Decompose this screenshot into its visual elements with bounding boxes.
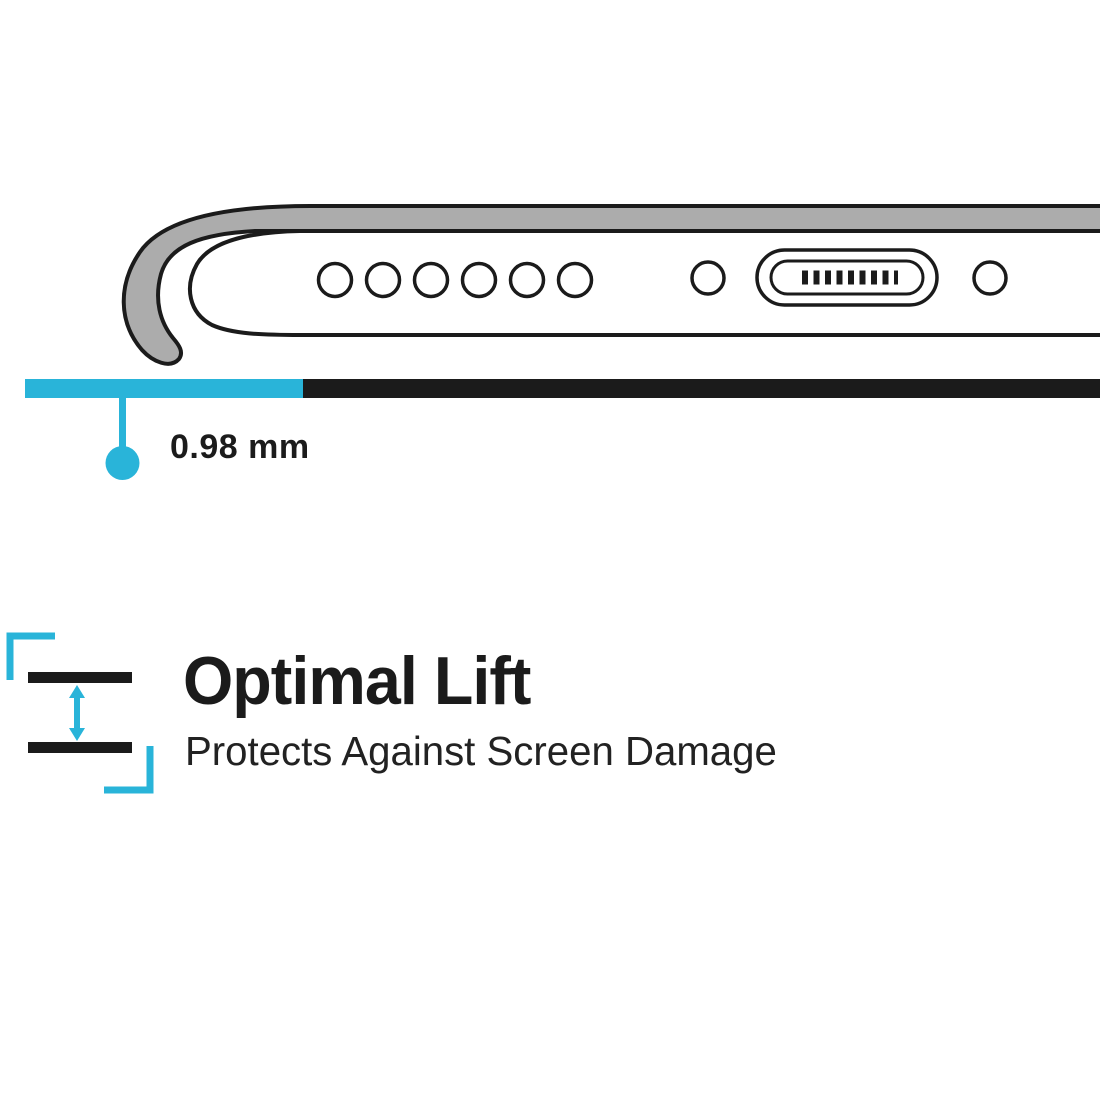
port-inner-outline (769, 259, 925, 296)
pointer-dot (105, 446, 140, 480)
phone-body (188, 229, 1100, 337)
microphone-hole (972, 260, 1008, 296)
speaker-hole (364, 261, 402, 299)
upper-surface-line (28, 672, 132, 683)
measurement-bar-cyan (25, 379, 303, 398)
speaker-hole (556, 261, 594, 299)
speaker-hole (508, 261, 546, 299)
arrow-head-down (69, 728, 85, 741)
case-shell (121, 204, 1100, 366)
speaker-holes (316, 261, 594, 299)
feature-subheading: Protects Against Screen Damage (185, 728, 777, 774)
screw-hole (690, 260, 726, 296)
lift-gap-icon (6, 632, 154, 794)
measurement-label: 0.98 mm (170, 428, 310, 466)
corner-bracket-top-left (6, 632, 55, 680)
double-vertical-arrow-icon (69, 685, 85, 741)
speaker-hole (316, 261, 354, 299)
lower-surface-line (28, 742, 132, 753)
port-outer-outline (755, 248, 939, 307)
charging-port-icon (755, 248, 939, 307)
measurement-bar-black (303, 379, 1100, 398)
measurement-baseline (25, 379, 1100, 398)
speaker-hole (412, 261, 450, 299)
feature-heading: Optimal Lift (183, 643, 531, 719)
measurement-pointer (105, 398, 140, 480)
pointer-stem (119, 398, 126, 450)
arrow-head-up (69, 685, 85, 698)
speaker-hole (460, 261, 498, 299)
phone-body-shape (188, 229, 1100, 337)
case-cross-section-shape (121, 204, 1100, 366)
corner-bracket-bottom-right (104, 746, 154, 794)
phone-case-illustration (25, 204, 1100, 480)
